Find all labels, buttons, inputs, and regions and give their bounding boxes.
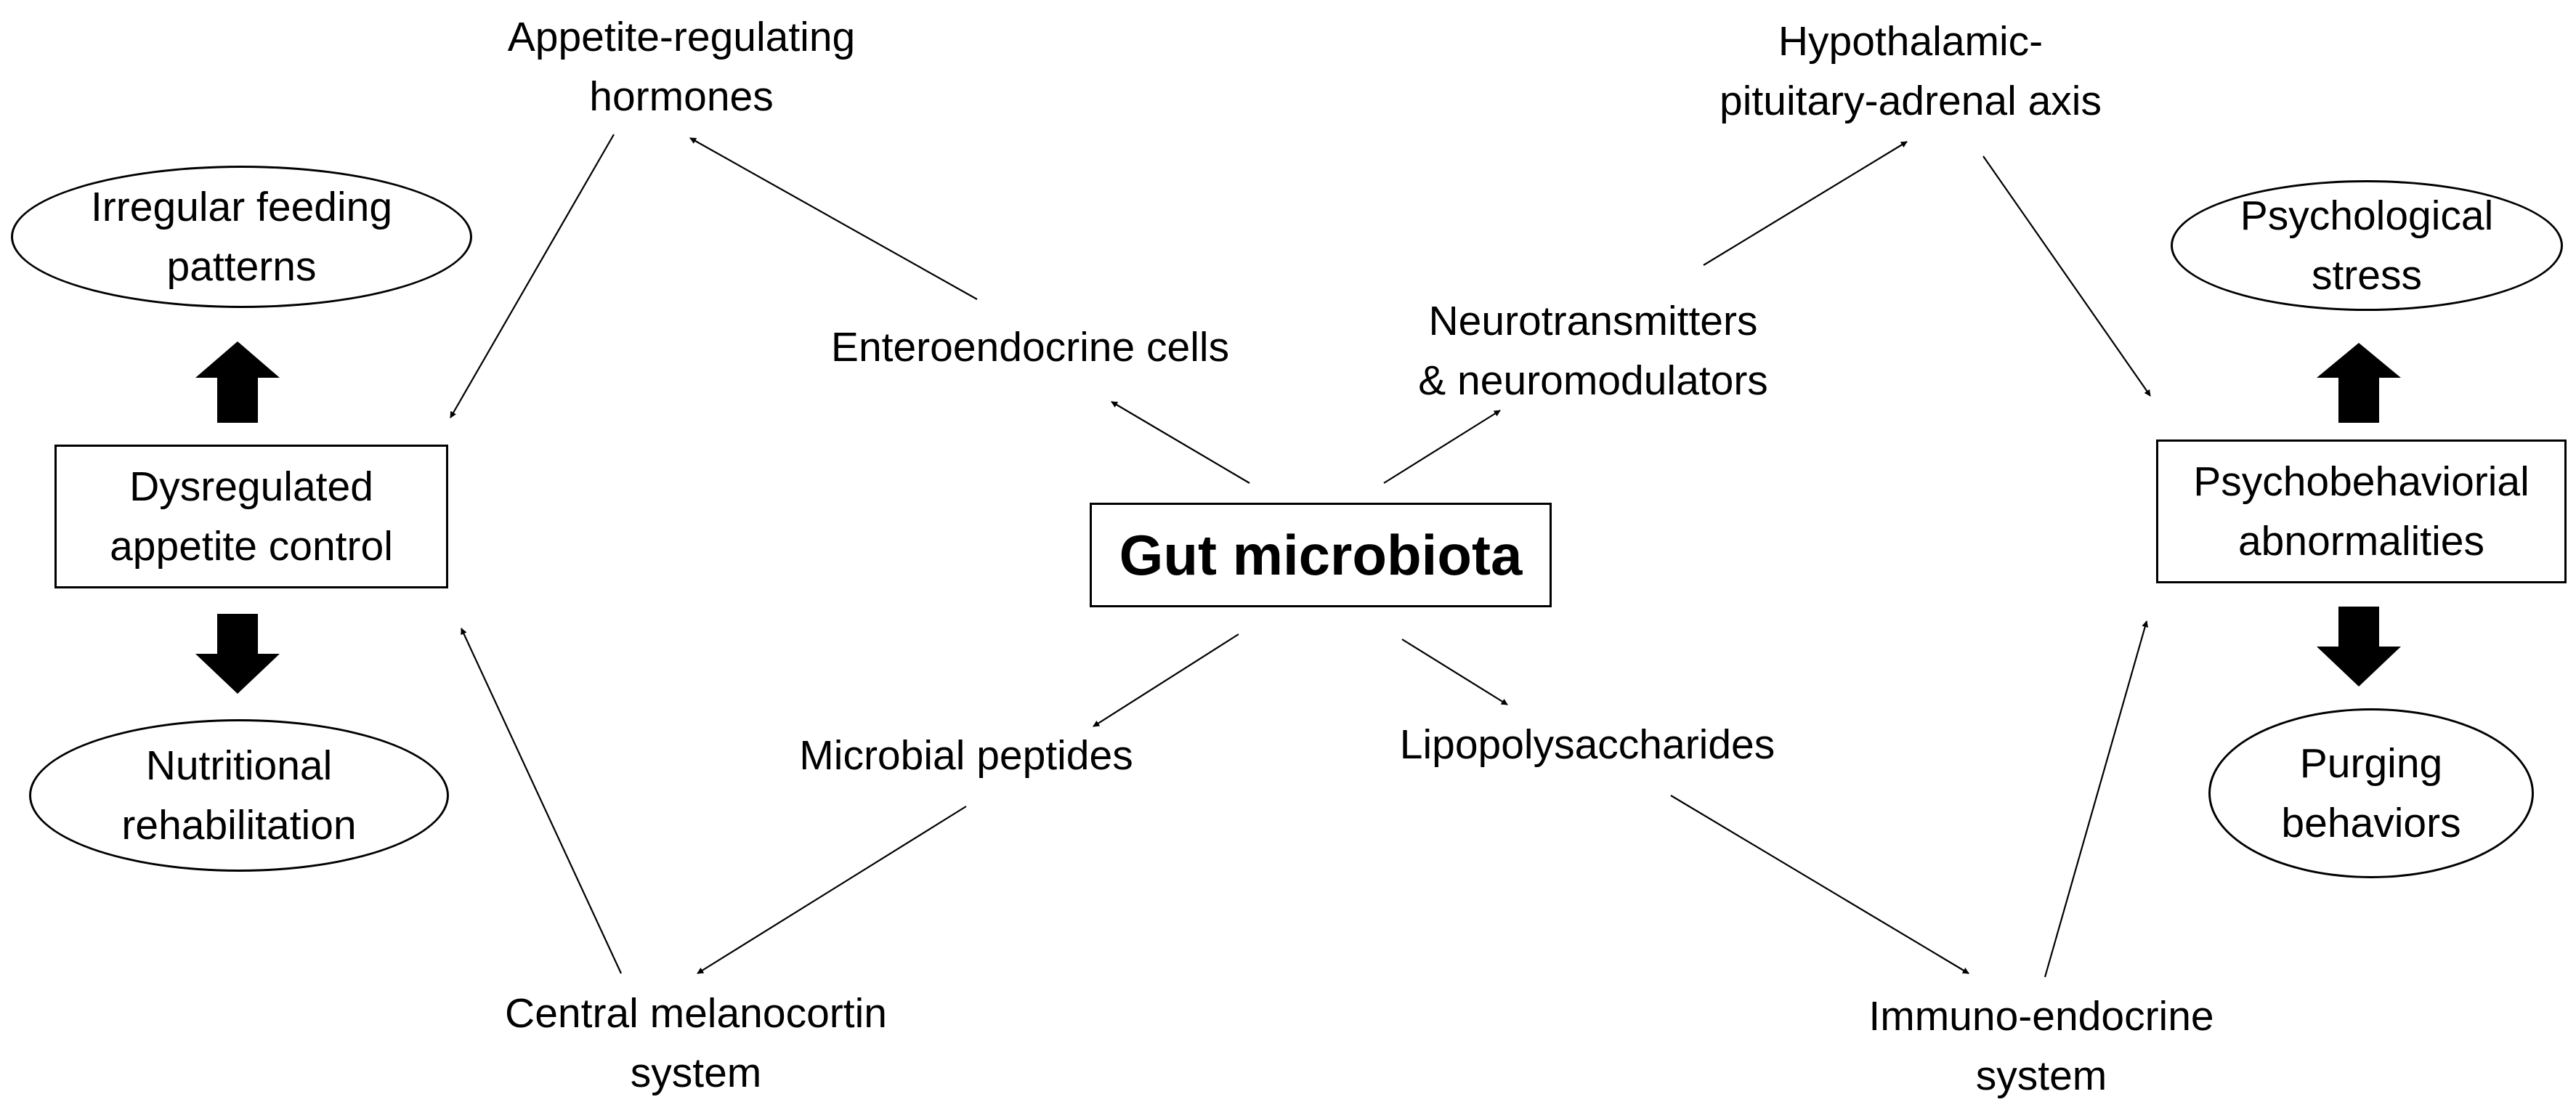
melanocortin-line2: system	[630, 1050, 762, 1096]
arrow-immuno-to-psycho-box	[2044, 620, 2149, 978]
melanocortin-label: Central melanocortin system	[505, 984, 887, 1103]
psychobehaviorial-line1: Psychobehaviorial	[2193, 458, 2530, 505]
arrow-center-to-enteroendocrine	[1111, 401, 1250, 484]
arrow-enteroendocrine-to-hormones	[689, 137, 978, 300]
arrow-peptides-to-melanocortin	[697, 806, 967, 974]
psychological-stress-line2: stress	[2311, 252, 2422, 299]
lipopolysaccharides-label: Lipopolysaccharides	[1400, 715, 1775, 774]
immuno-endocrine-line2: system	[1975, 1053, 2107, 1099]
gut-microbiota-box: Gut microbiota	[1090, 503, 1552, 607]
arrow-lipopolysaccharides-to-immuno	[1670, 795, 1969, 974]
enteroendocrine-text: Enteroendocrine cells	[830, 324, 1230, 370]
dysregulated-appetite-box: Dysregulated appetite control	[54, 445, 448, 588]
immuno-endocrine-label: Immuno-endocrine system	[1868, 987, 2214, 1106]
psychobehaviorial-abnormalities-box: Psychobehaviorial abnormalities	[2156, 439, 2567, 583]
arrow-center-to-peptides	[1093, 633, 1239, 727]
block-arrow-left-up	[195, 341, 280, 423]
purging-behaviors-line2: behaviors	[2281, 800, 2461, 846]
neurotransmitters-line1: Neurotransmitters	[1428, 298, 1758, 344]
microbial-peptides-text: Microbial peptides	[799, 732, 1133, 779]
enteroendocrine-label: Enteroendocrine cells	[831, 317, 1229, 377]
psychological-stress-line1: Psychological	[2240, 193, 2494, 239]
psychological-stress-oval: Psychological stress	[2171, 180, 2563, 311]
lipopolysaccharides-text: Lipopolysaccharides	[1399, 721, 1775, 768]
nutritional-rehabilitation-oval: Nutritional rehabilitation	[29, 719, 449, 872]
dysregulated-appetite-line1: Dysregulated	[129, 463, 373, 510]
neurotransmitters-label: Neurotransmitters & neuromodulators	[1418, 291, 1768, 410]
hpa-axis-label: Hypothalamic- pituitary-adrenal axis	[1720, 12, 2102, 131]
psychobehaviorial-line2: abnormalities	[2237, 518, 2484, 564]
immuno-endocrine-line1: Immuno-endocrine	[1868, 993, 2214, 1040]
nutritional-rehabilitation-line1: Nutritional	[145, 742, 333, 789]
appetite-hormones-line1: Appetite-regulating	[507, 14, 856, 60]
appetite-hormones-label: Appetite-regulating hormones	[508, 7, 856, 126]
gut-microbiota-label: Gut microbiota	[1119, 522, 1523, 587]
irregular-feeding-line1: Irregular feeding	[90, 184, 393, 230]
arrow-center-to-neurotransmitters	[1383, 410, 1501, 484]
block-arrow-right-up	[2317, 343, 2401, 423]
purging-behaviors-line1: Purging	[2299, 740, 2443, 787]
melanocortin-line1: Central melanocortin	[505, 990, 887, 1037]
arrow-neurotransmitters-to-hpa	[1703, 141, 1908, 266]
block-arrow-right-down	[2317, 607, 2401, 686]
dysregulated-appetite-line2: appetite control	[110, 523, 393, 570]
microbial-peptides-label: Microbial peptides	[799, 726, 1133, 785]
purging-behaviors-oval: Purging behaviors	[2208, 708, 2534, 878]
arrow-hpa-to-psycho-box	[1982, 155, 2151, 397]
irregular-feeding-oval: Irregular feeding patterns	[11, 166, 472, 308]
appetite-hormones-line2: hormones	[589, 73, 774, 120]
hpa-axis-line1: Hypothalamic-	[1778, 18, 2044, 65]
block-arrow-left-down	[195, 614, 280, 694]
hpa-axis-line2: pituitary-adrenal axis	[1720, 78, 2102, 124]
arrow-melanocortin-to-appetite-box	[461, 628, 622, 974]
arrow-center-to-lipopolysaccharides	[1401, 639, 1508, 705]
irregular-feeding-line2: patterns	[166, 243, 317, 290]
neurotransmitters-line2: & neuromodulators	[1418, 357, 1768, 404]
nutritional-rehabilitation-line2: rehabilitation	[121, 802, 357, 848]
arrow-hormones-to-appetite-box	[450, 134, 615, 418]
